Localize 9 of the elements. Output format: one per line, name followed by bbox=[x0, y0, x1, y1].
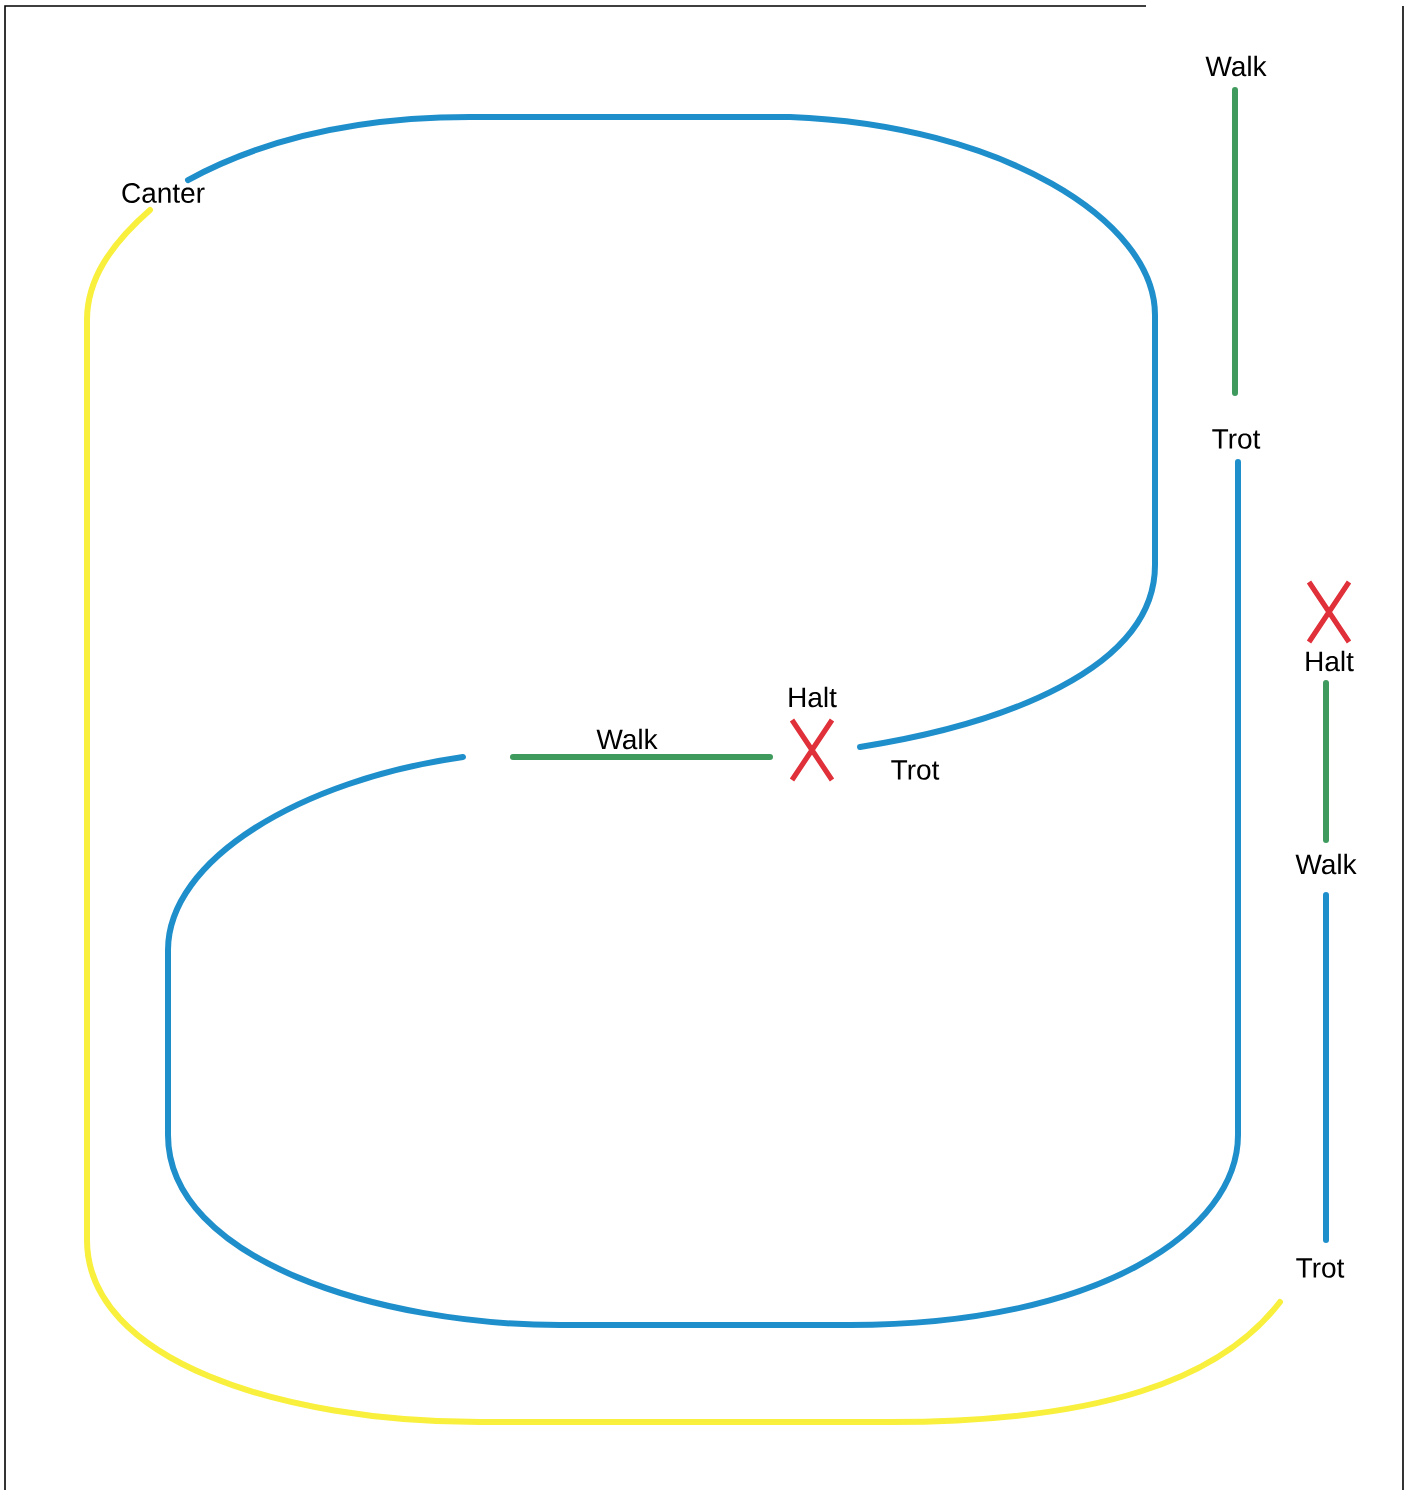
label: Walk bbox=[1295, 853, 1357, 875]
label: Halt bbox=[789, 686, 837, 708]
label: Walk bbox=[596, 728, 658, 750]
label: Halt bbox=[1306, 650, 1354, 672]
label: Trot bbox=[891, 760, 940, 780]
label: Trot bbox=[1212, 429, 1261, 449]
label: Canter bbox=[122, 183, 205, 203]
label: Walk bbox=[1205, 55, 1267, 77]
label: Trot bbox=[1296, 1258, 1345, 1278]
